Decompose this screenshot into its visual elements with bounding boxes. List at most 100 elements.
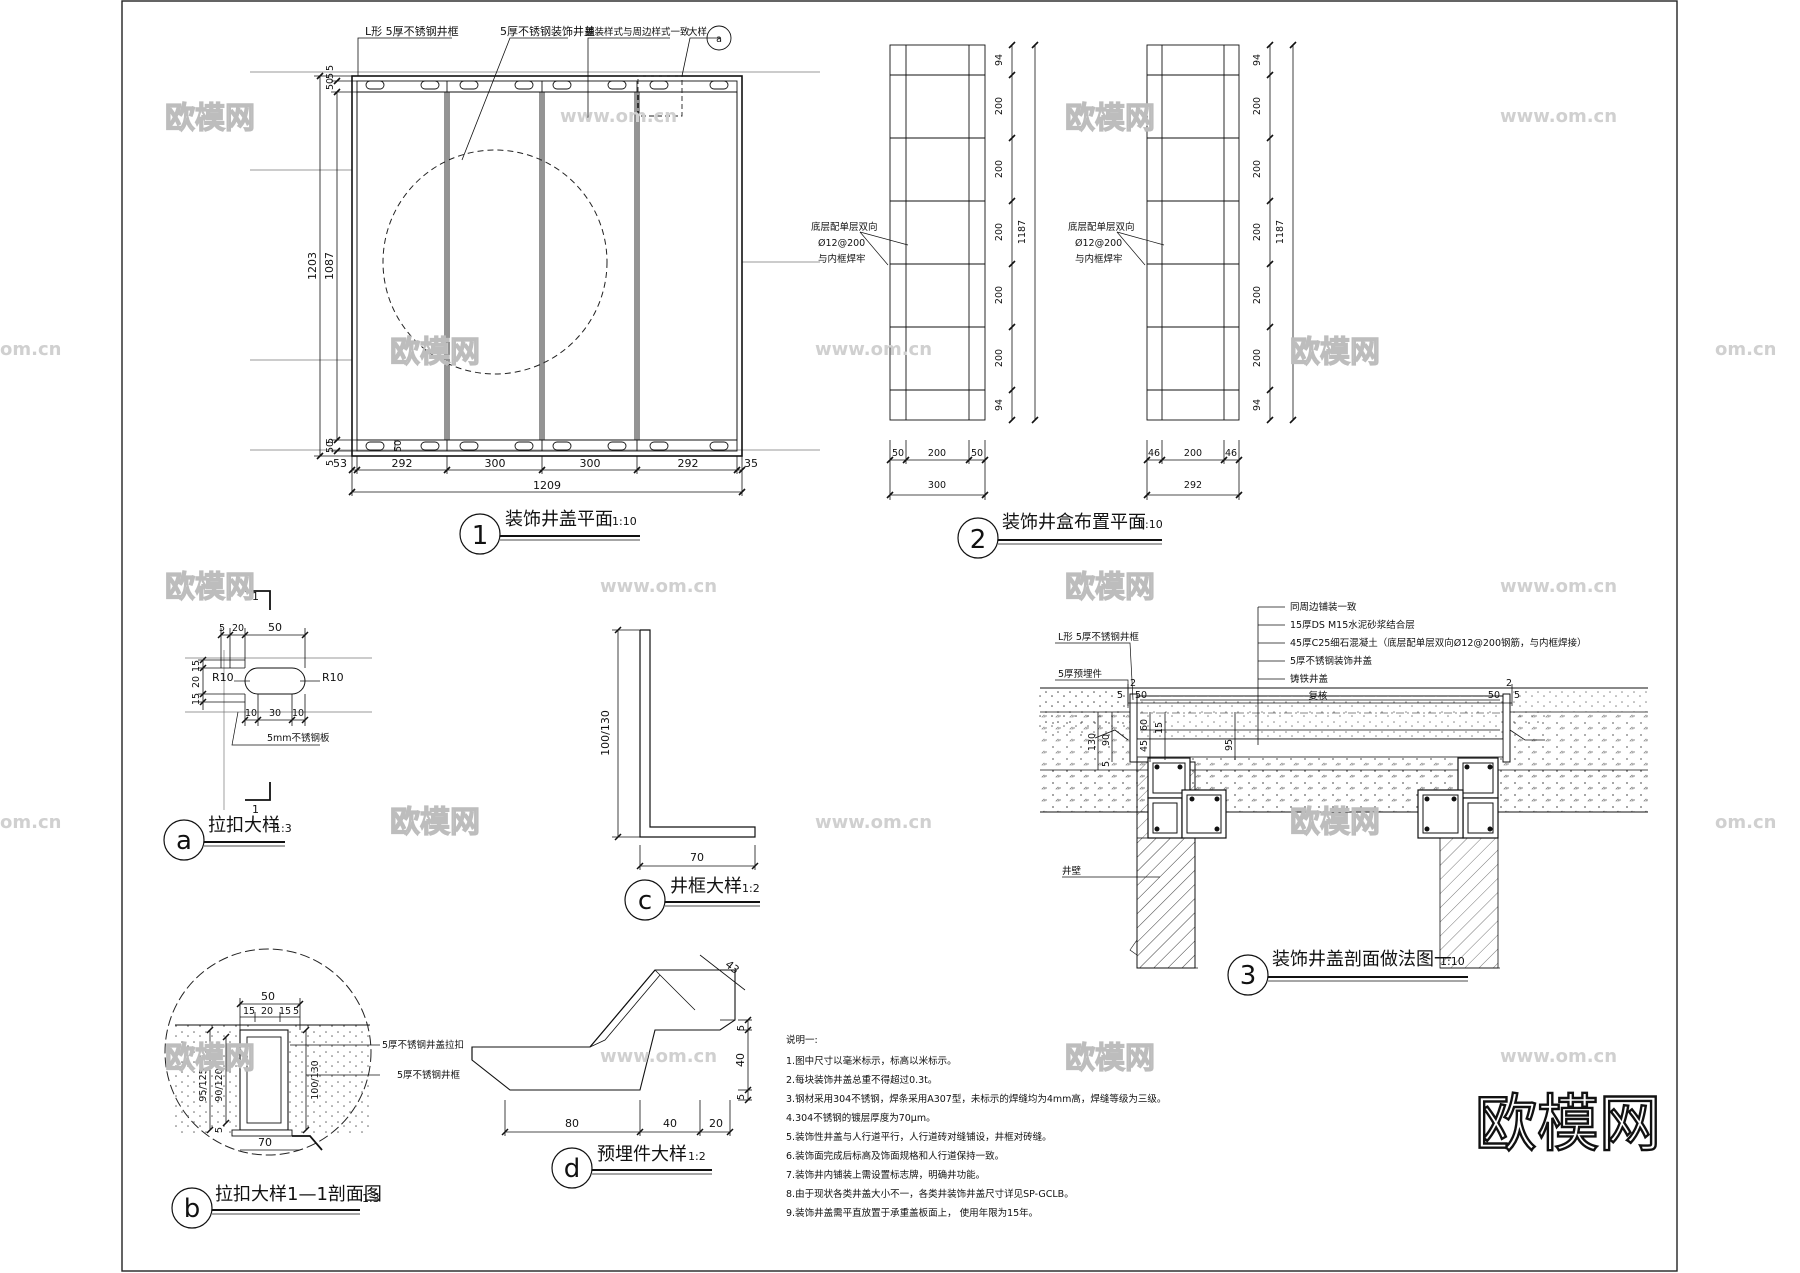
- box-left: [889, 44, 986, 421]
- svg-text:50: 50: [1488, 690, 1500, 701]
- label-cover: 5厚不锈钢装饰井盖: [500, 24, 595, 38]
- svg-text:www.om.cn: www.om.cn: [600, 1046, 717, 1067]
- svg-text:20: 20: [261, 1006, 273, 1017]
- note-2: 2.每块装饰井盖总重不得超过0.3t。: [786, 1074, 937, 1086]
- svg-text:35: 35: [744, 457, 758, 470]
- detail-ref-circle-a: [706, 25, 732, 51]
- svg-text:5: 5: [325, 65, 336, 71]
- svg-text:www.om.cn: www.om.cn: [1500, 576, 1617, 597]
- notes-title: 说明一:: [786, 1034, 818, 1046]
- view-1-number: 1: [472, 521, 489, 551]
- svg-text:欧模网: 欧模网: [165, 101, 255, 136]
- svg-text:5: 5: [1101, 761, 1112, 767]
- view-c-title: 井框大样: [670, 876, 742, 897]
- svg-text:1:10: 1:10: [1440, 955, 1465, 968]
- svg-text:1:10: 1:10: [1138, 518, 1163, 531]
- svg-text:50: 50: [1135, 690, 1147, 701]
- svg-text:www.om.cn: www.om.cn: [815, 339, 932, 360]
- svg-text:200: 200: [1184, 448, 1202, 459]
- svg-text:50: 50: [268, 621, 282, 634]
- plan-view-2: 94 200 200 200 200 200 94 1187 94 200 20…: [811, 41, 1297, 559]
- svg-text:45: 45: [1139, 740, 1150, 752]
- svg-text:40: 40: [663, 1117, 677, 1130]
- svg-text:1: 1: [252, 590, 259, 603]
- svg-text:欧模网: 欧模网: [1065, 101, 1155, 136]
- svg-text:70: 70: [690, 851, 704, 864]
- svg-text:5厚不锈钢井框: 5厚不锈钢井框: [397, 1069, 461, 1081]
- svg-text:94: 94: [994, 54, 1005, 66]
- svg-text:46: 46: [1148, 448, 1160, 459]
- layer-paving: 同周边铺装一致: [1290, 601, 1357, 613]
- view-2-title: 装饰井盒布置平面: [1002, 512, 1146, 533]
- view-1-title: 装饰井盖平面: [505, 509, 613, 530]
- svg-text:50: 50: [393, 440, 404, 452]
- svg-text:1203: 1203: [306, 252, 319, 280]
- svg-text:15: 15: [1154, 722, 1165, 734]
- svg-text:1209: 1209: [533, 479, 561, 492]
- detail-callout-box: [637, 75, 683, 117]
- svg-text:欧模网: 欧模网: [390, 335, 480, 370]
- detail-b-boundary: [164, 948, 372, 1156]
- layer-mortar: 15厚DS M15水泥砂浆结合层: [1290, 619, 1415, 631]
- note-7: 7.装饰井内铺装上需设置标志牌，明确井功能。: [786, 1169, 985, 1181]
- svg-text:15: 15: [243, 1006, 255, 1017]
- svg-text:om.cn: om.cn: [1715, 339, 1776, 360]
- svg-text:130: 130: [1087, 733, 1098, 751]
- svg-text:15: 15: [191, 660, 202, 672]
- svg-text:200: 200: [1252, 286, 1263, 304]
- label-detail: 大样: [688, 26, 707, 38]
- layer-cast-iron: 铸铁井盖: [1290, 673, 1329, 685]
- detail-c-frame: 100/130 70 c 井框大样 1:2: [599, 626, 760, 921]
- svg-text:1087: 1087: [323, 252, 336, 280]
- view-d-title: 预埋件大样: [597, 1144, 687, 1165]
- note-8: 8.由于现状各类井盖大小不一，各类井装饰井盖尺寸详见SP-GCLB。: [786, 1188, 1074, 1200]
- note-9: 9.装饰井盖需平直放置于承重盖板面上， 使用年限为15年。: [786, 1207, 1038, 1219]
- detail-d-embed: 80 40 20 5 40 5 43 d 预埋件大样 1:2: [471, 954, 752, 1189]
- svg-text:1:3: 1:3: [362, 1192, 380, 1205]
- view-d-number: d: [564, 1154, 581, 1184]
- svg-text:5: 5: [325, 73, 336, 79]
- svg-text:5: 5: [325, 460, 336, 466]
- view-a-title: 拉扣大样: [208, 815, 280, 836]
- svg-text:om.cn: om.cn: [0, 339, 61, 360]
- svg-text:5: 5: [736, 1025, 747, 1031]
- svg-text:70: 70: [258, 1136, 272, 1149]
- svg-text:欧模网: 欧模网: [1290, 805, 1380, 840]
- label-l-frame: L形 5厚不锈钢井框: [365, 24, 459, 38]
- svg-text:292: 292: [392, 457, 413, 470]
- svg-text:www.om.cn: www.om.cn: [560, 106, 677, 127]
- svg-text:94: 94: [1252, 399, 1263, 411]
- svg-text:www.om.cn: www.om.cn: [1500, 106, 1617, 127]
- svg-text:15: 15: [191, 693, 202, 705]
- rebar-note-right: 底层配单层双向: [1068, 221, 1135, 233]
- lifting-slots: [365, 80, 729, 451]
- svg-text:5: 5: [1117, 690, 1123, 701]
- wall-right: [1417, 757, 1499, 969]
- svg-text:1:2: 1:2: [742, 882, 760, 895]
- brand-watermark: 欧模网: [1475, 1087, 1661, 1160]
- svg-text:100/130: 100/130: [599, 710, 612, 756]
- svg-text:5: 5: [219, 623, 225, 634]
- svg-text:om.cn: om.cn: [0, 812, 61, 833]
- svg-text:100/130: 100/130: [310, 1060, 321, 1099]
- svg-text:om.cn: om.cn: [1715, 812, 1776, 833]
- note-3: 3.钢材采用304不锈钢，焊条采用A307型，未标示的焊缝均为4mm高，焊缝等级…: [786, 1093, 1166, 1105]
- svg-text:94: 94: [1252, 54, 1263, 66]
- detail-b-section: 50 15 20 15 5 95/125 90/120 5 100/130 70…: [164, 948, 464, 1229]
- svg-text:50: 50: [325, 78, 336, 90]
- label-paving: 铺装样式与周边样式一致: [585, 26, 690, 38]
- clasp-slot: [244, 667, 306, 695]
- svg-text:1187: 1187: [1017, 220, 1028, 244]
- svg-text:200: 200: [994, 223, 1005, 241]
- svg-text:欧模网: 欧模网: [390, 805, 480, 840]
- svg-text:5: 5: [293, 1006, 299, 1017]
- svg-text:200: 200: [928, 448, 946, 459]
- svg-text:200: 200: [1252, 223, 1263, 241]
- svg-text:95/125: 95/125: [198, 1068, 209, 1101]
- svg-text:1187: 1187: [1275, 220, 1286, 244]
- svg-text:20: 20: [709, 1117, 723, 1130]
- svg-text:1:2: 1:2: [688, 1150, 706, 1163]
- note-4: 4.304不锈钢的镀层厚度为70μm。: [786, 1112, 936, 1124]
- svg-text:欧模网: 欧模网: [1290, 335, 1380, 370]
